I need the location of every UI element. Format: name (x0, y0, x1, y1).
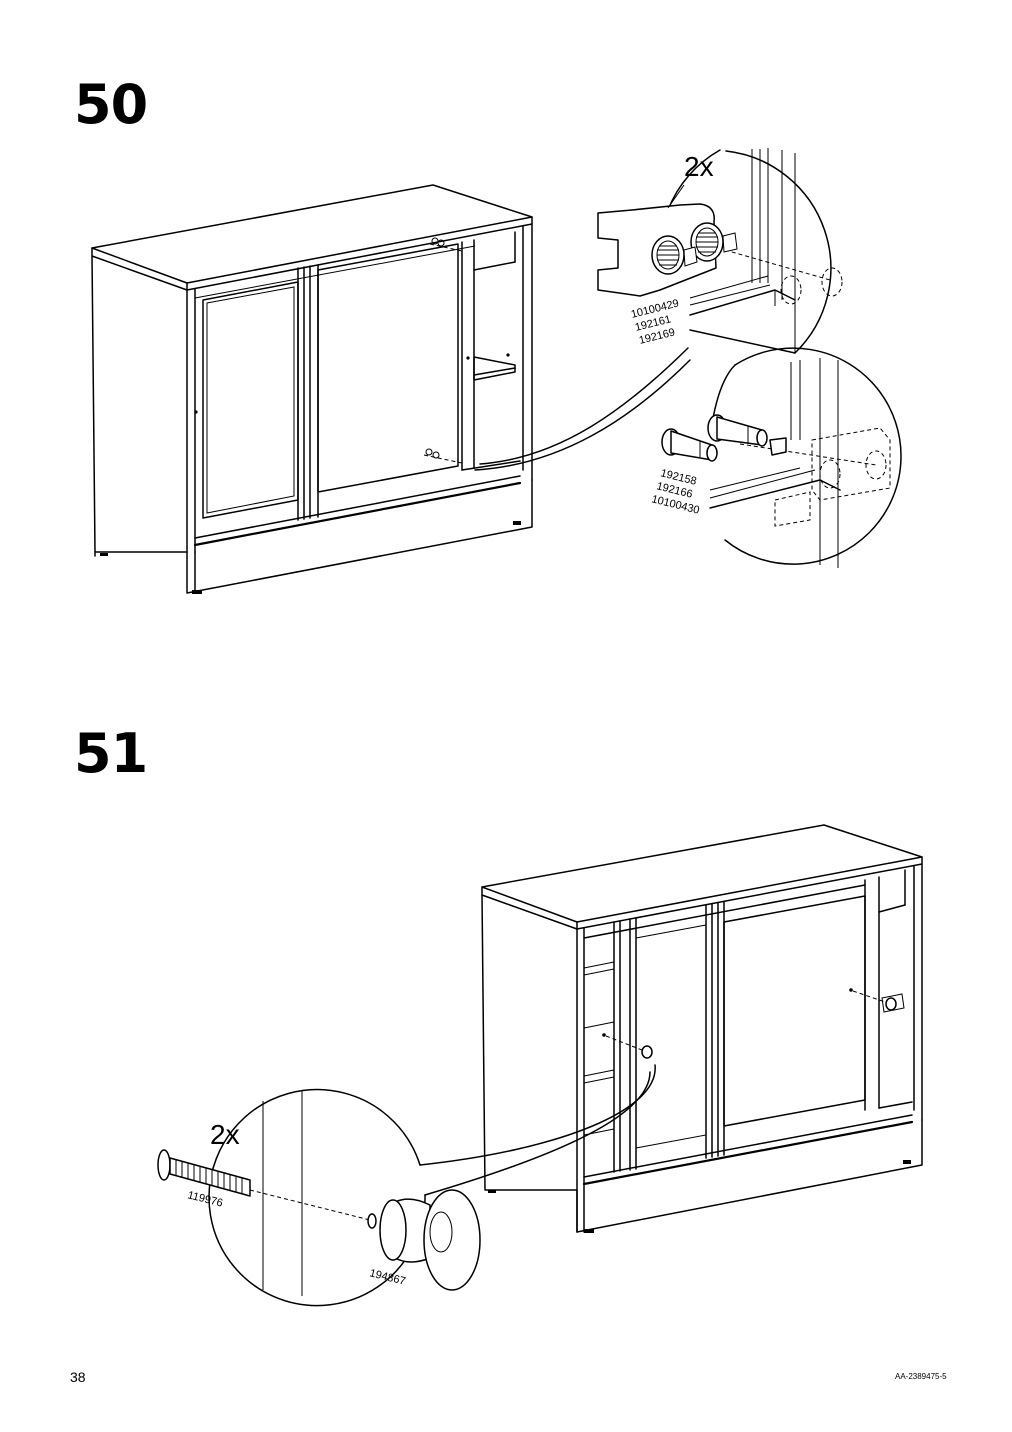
callout-line (474, 359, 691, 471)
step-50-cabinet (91, 184, 533, 594)
lower-detail-view: 192158 192166 10100430 (650, 347, 902, 568)
step-number-50: 50 (74, 73, 148, 136)
part-number-194867: 194867 (368, 1267, 407, 1288)
step-number-51: 51 (74, 722, 148, 785)
part-number-119976: 119976 (186, 1189, 224, 1209)
callout-line-51 (419, 1064, 656, 1166)
knob-detail-view: 2x 119976 194867 (157, 1088, 481, 1307)
document-code: AA-2389475-5 (895, 1372, 947, 1381)
upper-detail-view: 2x 10100429 192161 192169 (597, 148, 843, 354)
quantity-2x-step50: 2x (684, 151, 714, 182)
step-51-cabinet (481, 824, 923, 1233)
quantity-2x-step51: 2x (210, 1119, 240, 1150)
page-number: 38 (70, 1369, 86, 1385)
